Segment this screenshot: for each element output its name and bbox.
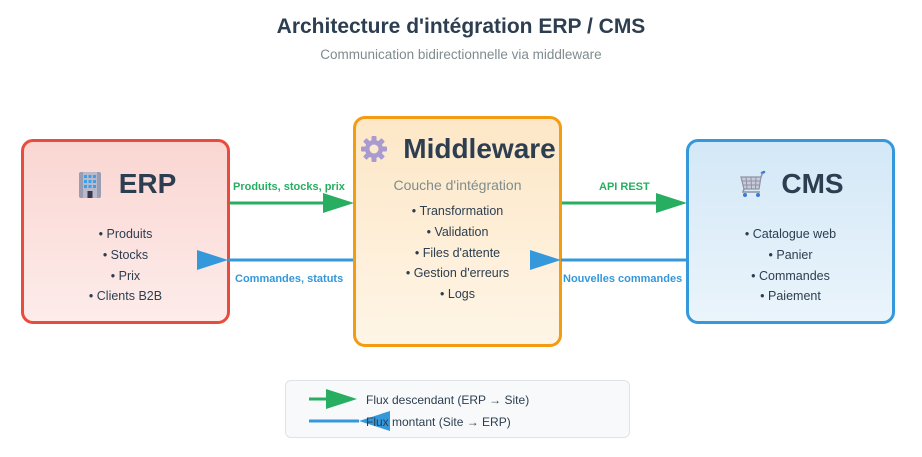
middleware-item-list: Transformation Validation Files d'attent…: [356, 201, 559, 305]
gear-icon: [359, 134, 389, 164]
erp-node: ERP Produits Stocks Prix Clients B2B: [21, 139, 230, 324]
office-building-icon: [75, 169, 105, 199]
cms-header: CMS: [689, 166, 892, 202]
list-item: Panier: [689, 245, 892, 266]
flow-label-middleware-to-erp: Commandes, statuts: [235, 273, 344, 285]
flow-label-cms-to-middleware: Nouvelles commandes: [563, 273, 683, 285]
erp-item-list: Produits Stocks Prix Clients B2B: [24, 224, 227, 307]
list-item: Prix: [24, 266, 227, 287]
list-item: Commandes: [689, 266, 892, 287]
list-item: Paiement: [689, 286, 892, 307]
list-item: Gestion d'erreurs: [356, 263, 559, 284]
list-item: Produits: [24, 224, 227, 245]
list-item: Stocks: [24, 245, 227, 266]
legend-swatch-down: [309, 389, 357, 409]
cms-item-list: Catalogue web Panier Commandes Paiement: [689, 224, 892, 307]
flow-erp-to-middleware: [230, 193, 354, 213]
flow-label-middleware-to-cms: API REST: [599, 181, 650, 193]
middleware-title: Middleware: [403, 133, 556, 164]
legend-label-down: Flux descendant (ERP → Site): [366, 393, 530, 407]
list-item: Transformation: [356, 201, 559, 222]
arrowhead-left-icon: [359, 411, 390, 431]
cms-node: CMS Catalogue web Panier Commandes Paiem…: [686, 139, 895, 324]
cms-title: CMS: [781, 168, 844, 199]
legend-label-up: Flux montant (Site → ERP): [366, 415, 511, 429]
list-item: Validation: [356, 222, 559, 243]
middleware-node: Middleware Couche d'intégration Transfor…: [353, 116, 562, 347]
arrowhead-right-icon: [323, 193, 354, 213]
erp-header: ERP: [24, 166, 227, 202]
flow-label-erp-to-middleware: Produits, stocks, prix: [233, 181, 345, 193]
list-item: Logs: [356, 284, 559, 305]
middleware-header: Middleware: [356, 131, 559, 167]
shopping-cart-icon: [737, 169, 767, 199]
legend: Flux descendant (ERP → Site) Flux montan…: [285, 380, 630, 438]
diagram-title: Architecture d'intégration ERP / CMS: [276, 15, 646, 38]
list-item: Clients B2B: [24, 286, 227, 307]
flow-middleware-to-cms: [562, 193, 687, 213]
list-item: Files d'attente: [356, 243, 559, 264]
legend-swatch-up: [309, 411, 390, 431]
diagram-subtitle: Communication bidirectionnelle via middl…: [320, 47, 602, 62]
arrowhead-right-icon: [326, 389, 357, 409]
legend-swatches: [309, 389, 390, 431]
arrowhead-right-icon: [656, 193, 687, 213]
middleware-subtitle: Couche d'intégration: [393, 177, 522, 193]
erp-title: ERP: [118, 168, 177, 199]
list-item: Catalogue web: [689, 224, 892, 245]
